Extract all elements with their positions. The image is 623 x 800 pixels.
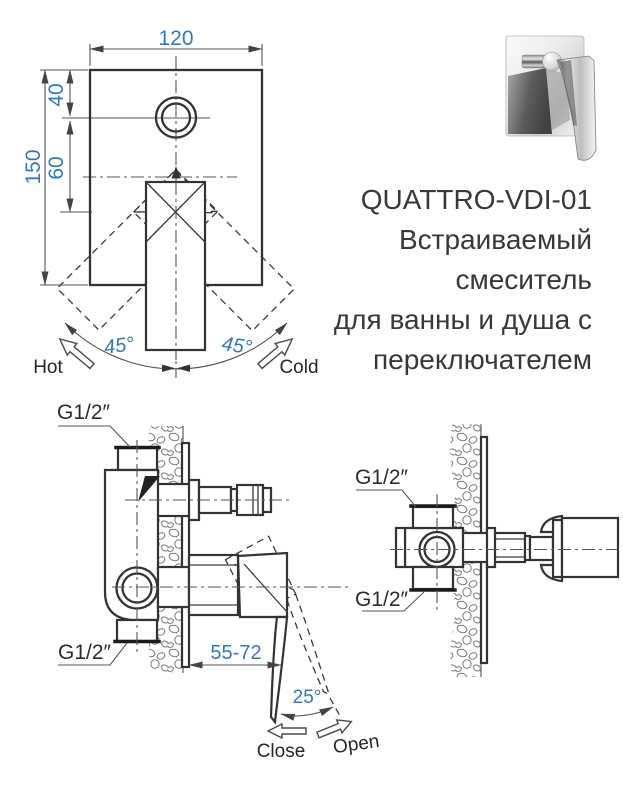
rear-section-drawing: G1/2″ G1/2″ [355,424,622,677]
front-view-drawing: 120 150 40 60 45° 45° Hot Cold [22,27,319,378]
cross-valve-body [394,504,465,592]
open-arrow-icon [315,719,353,739]
product-desc-line-2: смеситель [455,264,592,295]
dim-width: 120 [158,27,193,50]
front-view-dimension-lines [41,45,263,286]
angle-right-label: 45° [220,333,253,359]
hot-label: Hot [33,357,63,378]
thread-leader-top [58,425,131,448]
close-arrow-icon [266,722,307,740]
close-label: Close [257,741,306,762]
product-desc-line-4: переключателем [372,344,592,375]
open-label: Open [332,731,381,758]
thread-leader-bottom-rear [362,591,425,612]
handle-outline [144,166,207,360]
side-section-centerlines [112,440,348,652]
side-section-drawing: 55-72 25° Close Open G1/2″ G1/2″ [57,401,381,762]
thread-label-bottom-rear: G1/2″ [355,588,409,611]
dim-top-offset: 40 [45,83,68,106]
thread-label-top-rear: G1/2″ [355,466,409,489]
rear-section-centerlines [390,494,622,612]
hot-arrow-icon [58,337,96,370]
open-angle-arc [280,697,341,721]
cold-label: Cold [279,357,318,378]
rotation-arc [64,322,288,372]
product-desc-line-1: Встраиваемый [398,224,592,255]
product-info: QUATTRO-VDI-01 Встраиваемый смеситель дл… [334,180,592,380]
dim-mid-offset: 60 [45,156,68,179]
photo-handle [556,55,597,161]
diverter-button-outline [154,96,198,139]
angle-open-label: 25° [293,687,322,708]
angle-left-label: 45° [103,333,136,359]
stem-handle-rear [458,514,620,583]
product-desc-line-3: для ванны и душа с [333,304,592,335]
photo-diverter-knob [521,51,562,72]
thread-label-bottom: G1/2″ [58,641,112,664]
thread-leader-top-rear [356,489,417,508]
dim-depth: 55-72 [210,642,261,664]
handle-closed-section [236,551,289,725]
thread-label-top: G1/2″ [57,401,111,424]
product-photo [505,35,597,161]
dim-height: 150 [22,149,45,184]
product-model: QUATTRO-VDI-01 [360,184,592,215]
thread-leader-bottom [58,642,128,666]
cold-arrow-icon [256,337,294,370]
